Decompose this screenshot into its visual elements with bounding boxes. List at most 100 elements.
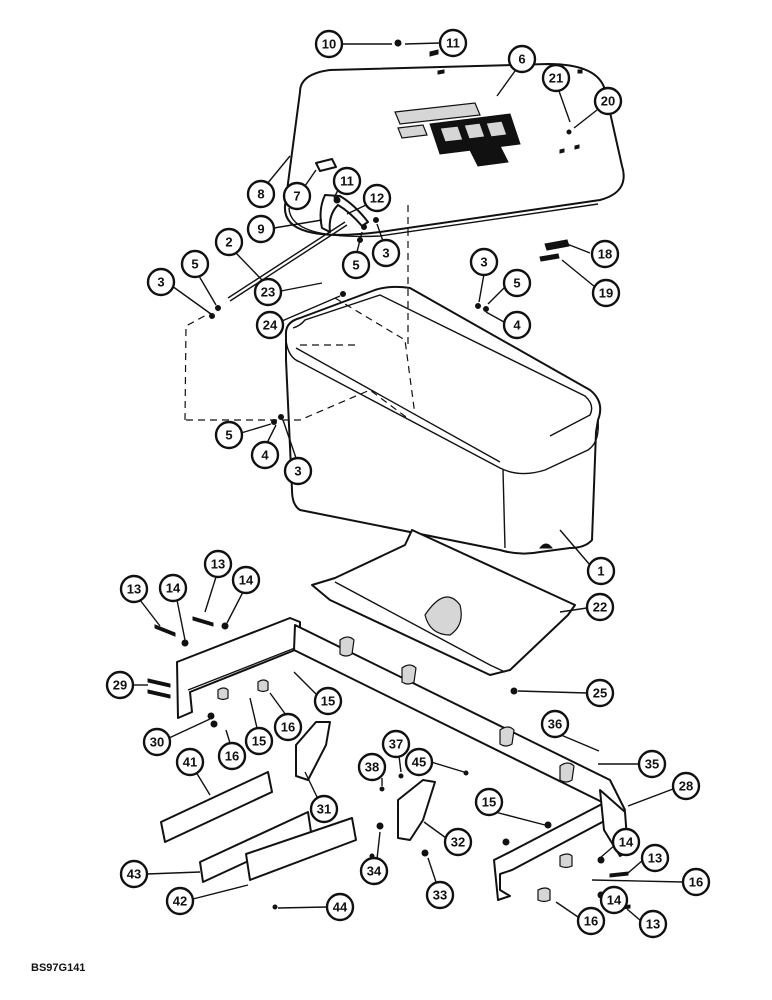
callout-22: 22 bbox=[559, 592, 615, 622]
callout-circle bbox=[371, 238, 401, 268]
callout-circle bbox=[214, 420, 244, 450]
callout-33: 33 bbox=[425, 857, 455, 910]
callout-number: 16 bbox=[689, 875, 703, 890]
leader-line bbox=[304, 169, 317, 187]
callout-circle bbox=[282, 181, 312, 211]
callout-number: 9 bbox=[257, 222, 264, 237]
callout-circle bbox=[576, 906, 606, 936]
callout-number: 45 bbox=[412, 755, 426, 770]
callout-circle bbox=[540, 709, 570, 739]
callout-circle bbox=[309, 794, 339, 824]
callout-number: 13 bbox=[127, 582, 141, 597]
leader-line bbox=[376, 831, 381, 860]
callout-14-right-b: 14 bbox=[599, 885, 629, 915]
callout-number: 14 bbox=[619, 835, 634, 850]
leader-line bbox=[423, 821, 447, 839]
callout-number: 34 bbox=[367, 864, 382, 879]
callout-number: 38 bbox=[365, 760, 379, 775]
leader-line bbox=[304, 771, 319, 800]
callout-circle bbox=[244, 726, 274, 756]
leader-line bbox=[485, 311, 505, 323]
callout-circle bbox=[273, 712, 303, 742]
leader-line bbox=[346, 204, 367, 215]
leader-line bbox=[626, 908, 642, 922]
leader-line bbox=[198, 275, 217, 306]
callout-circle bbox=[119, 859, 149, 889]
leader-line bbox=[192, 884, 249, 900]
leader-line bbox=[273, 219, 323, 229]
leader-line bbox=[496, 70, 516, 97]
hopper-tank-part bbox=[184, 205, 602, 555]
callout-number: 32 bbox=[451, 835, 465, 850]
callout-circle bbox=[507, 44, 537, 74]
callout-number: 16 bbox=[584, 914, 598, 929]
callouts: 10 11 6 21 20 8 7 11 12 9 3 5 2 18 19 3 … bbox=[105, 28, 711, 939]
callout-15-mid: 15 bbox=[293, 671, 343, 716]
callout-number: 3 bbox=[157, 275, 164, 290]
leader-line bbox=[269, 692, 287, 716]
callout-35: 35 bbox=[598, 749, 667, 779]
callout-2: 2 bbox=[214, 227, 263, 281]
leader-line bbox=[559, 529, 591, 566]
callout-13-left: 13 bbox=[119, 574, 161, 627]
callout-41: 41 bbox=[175, 747, 211, 796]
callout-18: 18 bbox=[566, 239, 620, 269]
callout-6: 6 bbox=[496, 44, 537, 97]
callout-number: 3 bbox=[480, 255, 487, 270]
callout-circle bbox=[381, 729, 411, 759]
leader-line bbox=[280, 282, 323, 292]
leader-line bbox=[139, 599, 161, 627]
callout-15-left: 15 bbox=[244, 697, 274, 756]
callout-number: 5 bbox=[352, 258, 359, 273]
callout-number: 5 bbox=[191, 257, 198, 272]
hardware-dots bbox=[147, 39, 631, 911]
callout-45: 45 bbox=[404, 747, 465, 777]
lid-decal bbox=[394, 102, 521, 167]
callout-circle bbox=[325, 892, 355, 922]
callout-circle bbox=[404, 747, 434, 777]
leader-line bbox=[356, 231, 363, 253]
callout-24: 24 bbox=[255, 295, 341, 340]
callout-16-right-b: 16 bbox=[555, 901, 606, 936]
leader-line bbox=[249, 697, 258, 729]
callout-number: 4 bbox=[513, 318, 521, 333]
leader-line bbox=[591, 879, 684, 883]
callout-number: 30 bbox=[150, 735, 164, 750]
callout-number: 1 bbox=[597, 564, 604, 579]
callout-circle bbox=[313, 686, 343, 716]
callout-circle bbox=[314, 29, 344, 59]
callout-circle bbox=[246, 214, 276, 244]
callout-circle bbox=[341, 250, 371, 280]
callout-circle bbox=[637, 749, 667, 779]
callout-5-lower: 5 bbox=[214, 420, 272, 450]
callout-number: 5 bbox=[225, 428, 232, 443]
callout-4-right: 4 bbox=[485, 310, 532, 340]
leader-line bbox=[176, 599, 186, 641]
leader-line bbox=[555, 901, 579, 918]
leader-line bbox=[573, 109, 598, 129]
callout-20: 20 bbox=[573, 86, 623, 129]
callout-13-mid: 13 bbox=[203, 549, 233, 613]
callout-43: 43 bbox=[119, 859, 201, 889]
leader-line bbox=[561, 259, 596, 288]
callout-circle bbox=[671, 771, 701, 801]
callout-circle bbox=[590, 239, 620, 269]
callout-circle bbox=[158, 573, 188, 603]
leader-line bbox=[558, 90, 571, 123]
callout-circle bbox=[438, 28, 468, 58]
callout-number: 20 bbox=[601, 94, 615, 109]
callout-34: 34 bbox=[359, 831, 389, 886]
callout-number: 23 bbox=[261, 285, 275, 300]
callout-5-right: 5 bbox=[487, 268, 532, 305]
callout-number: 15 bbox=[252, 734, 266, 749]
callout-19: 19 bbox=[561, 259, 621, 308]
callout-circle bbox=[165, 886, 195, 916]
leader-line bbox=[404, 42, 441, 45]
weight-plate-41 bbox=[160, 771, 273, 843]
leader-line bbox=[266, 155, 291, 185]
callout-14-right-a: 14 bbox=[599, 827, 641, 859]
callout-42: 42 bbox=[165, 884, 249, 916]
leader-line bbox=[204, 576, 217, 613]
callout-number: 12 bbox=[370, 191, 384, 206]
